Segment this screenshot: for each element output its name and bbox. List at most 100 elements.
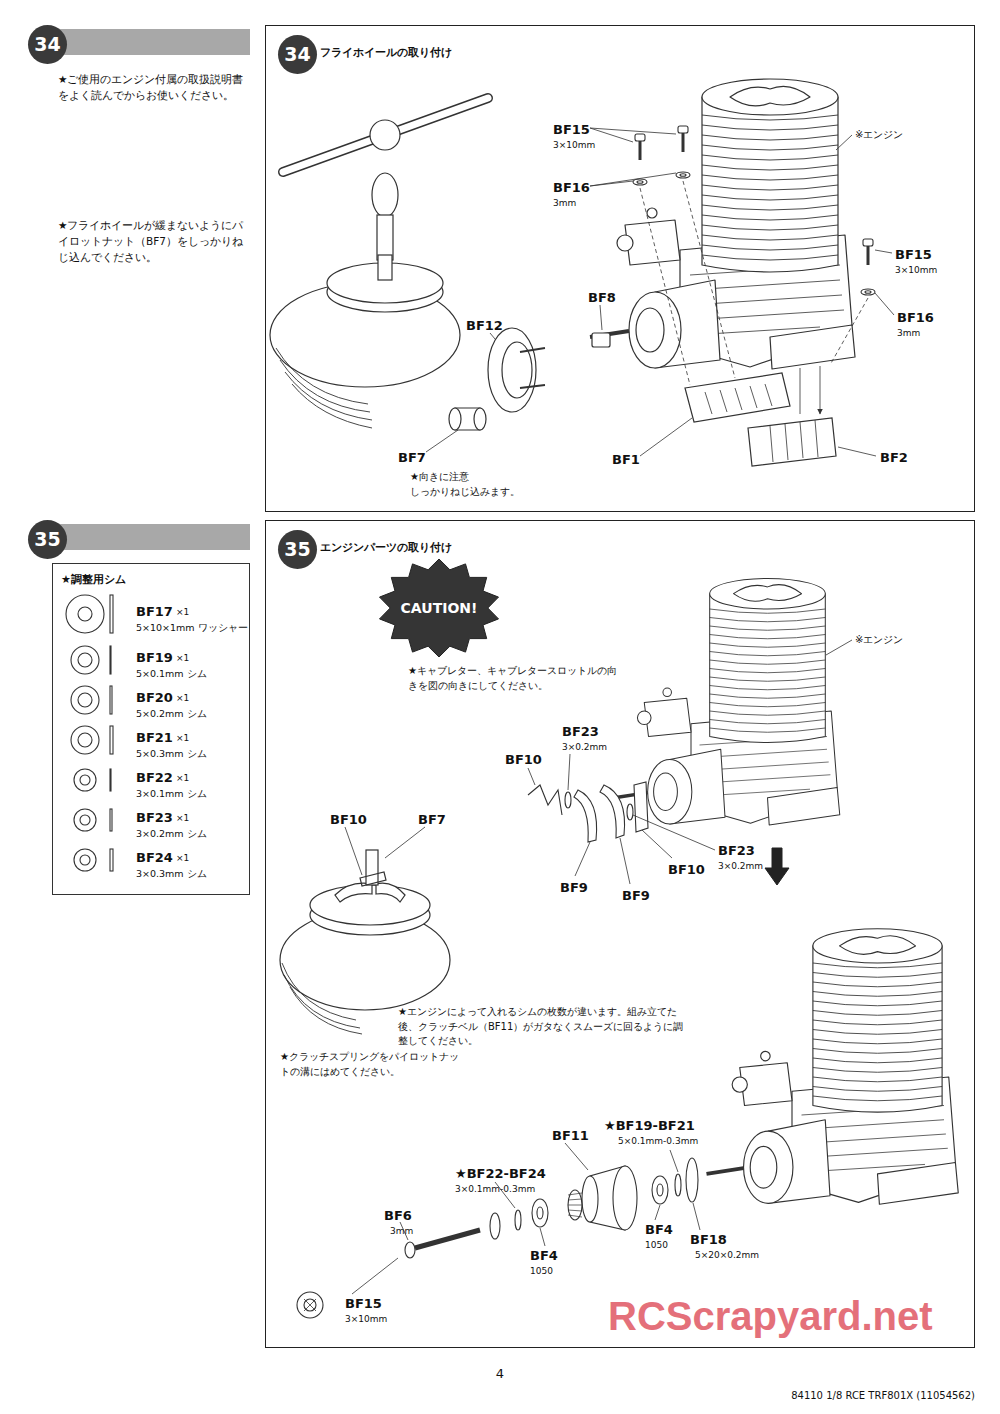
part-number: BF4: [530, 1248, 558, 1263]
note-text: ★キャブレター、キャブレタースロットルの向きを図の向きにしてください。: [408, 664, 623, 693]
dimension-label: 3×10mm: [553, 140, 595, 150]
dimension-label: 5×20×0.2mm: [695, 1250, 759, 1260]
part-number: BF18: [690, 1232, 727, 1247]
part-number: BF19: [136, 650, 173, 665]
screw-and-washer: [861, 289, 875, 295]
clutch-bell-parts: [415, 1230, 480, 1248]
clutch-parts: [627, 804, 633, 820]
step-band: [42, 524, 250, 550]
part-number: BF10: [668, 862, 705, 877]
shim-icon: [71, 686, 99, 714]
clutch-spring-illustration: [360, 872, 386, 886]
part-number: BF23: [562, 724, 599, 739]
quantity-label: ×1: [176, 733, 189, 743]
step-number: 34: [278, 35, 317, 74]
dimension-label: 1050: [530, 1266, 553, 1276]
engine-drawing: [615, 578, 840, 825]
clutch-bell-parts: [515, 1210, 521, 1230]
dimension-label: 3×10mm: [895, 265, 937, 275]
note-text: ★クラッチスプリングをパイロットナットの溝にはめてください。: [280, 1050, 465, 1079]
shim-icon: [66, 595, 104, 633]
part-number: BF7: [418, 812, 446, 827]
dimension-label: 3mm: [390, 1226, 413, 1236]
part-number: BF9: [622, 888, 650, 903]
clutch-spring-illustration: [335, 883, 372, 902]
screw-and-washer: [676, 172, 690, 178]
flywheel-tightening-illustration: [276, 348, 372, 428]
part-number: BF23: [136, 810, 173, 825]
leader-line: [345, 827, 425, 875]
engine-drawing: [615, 578, 840, 825]
engine-mount-part: [488, 328, 536, 412]
clutch-bell-parts: [652, 1176, 668, 1204]
caution-badge: CAUTION!: [377, 558, 501, 658]
clutch-bell-parts: [490, 1213, 500, 1239]
product-code: 84110 1/8 RCE TRF801X (11054562): [791, 1390, 975, 1401]
screw-and-washer: [678, 126, 688, 152]
page-number: 4: [496, 1366, 504, 1381]
dimension-label: 5×0.1mm-0.3mm: [618, 1136, 698, 1146]
clutch-bell-parts: [304, 1299, 316, 1311]
part-number: BF21: [136, 730, 173, 745]
shim-icon: [66, 595, 113, 871]
shim-icon: [110, 809, 112, 831]
shim-icon: [71, 646, 99, 674]
dimension-label: 3×0.2mm: [718, 861, 763, 871]
note-text: ★エンジンによって入れるシムの枚数が違います。組み立てた後、クラッチベル（BF1…: [398, 1005, 688, 1049]
flywheel-tightening-illustration: [283, 98, 488, 172]
dimension-label: 5×0.1mm シム: [136, 668, 207, 681]
part-number: BF17: [136, 604, 173, 619]
clutch-spring-illustration: [282, 963, 362, 1034]
leader-line: [528, 640, 852, 884]
step-number: 35: [28, 520, 67, 559]
dimension-label: 1050: [645, 1240, 668, 1250]
part-number: BF7: [398, 450, 426, 465]
engine-mount-part: [685, 373, 790, 422]
part-number: BF15: [553, 122, 590, 137]
flywheel-tightening-illustration: [270, 98, 488, 428]
shim-icon: [110, 769, 111, 791]
engine-mount-part: [449, 408, 461, 430]
engine-mount-part: [449, 328, 836, 466]
shim-icon: [110, 646, 111, 674]
shim-icon: [74, 849, 96, 871]
part-number: BF15: [345, 1296, 382, 1311]
screw-and-washer: [635, 134, 645, 160]
dimension-label: 3×0.1mm-0.3mm: [455, 1184, 535, 1194]
watermark: RCScrapyard.net: [608, 1294, 933, 1339]
engine-drawing: [707, 929, 959, 1205]
part-number: BF11: [552, 1128, 589, 1143]
clutch-spring-illustration: [366, 850, 378, 885]
screw-and-washer: [863, 239, 873, 265]
dimension-label: 3×0.2mm: [562, 742, 607, 752]
dimension-label: 3×0.1mm シム: [136, 788, 207, 801]
clutch-bell-parts: [532, 1199, 548, 1227]
part-number: ★BF22-BF24: [455, 1166, 546, 1181]
instruction-note: ★フライホイールが緩まないようにパイロットナット（BF7）をしっかりねじ込んでく…: [58, 218, 248, 265]
quantity-label: ×1: [176, 607, 189, 617]
shim-icon: [78, 693, 92, 707]
part-number: ★BF19-BF21: [604, 1118, 695, 1133]
leader-line: [800, 366, 820, 414]
list-heading: ★調整用シム: [61, 572, 126, 587]
leader-line: [590, 128, 676, 186]
step-number: 35: [278, 530, 317, 569]
step-panel: 34フライホイールの取り付け: [265, 25, 975, 512]
direction-arrow: [765, 848, 789, 885]
note-text: ※エンジン: [855, 633, 903, 648]
clutch-bell-parts: [582, 1176, 598, 1222]
engine-mount-part: [520, 348, 545, 388]
screw-and-washer: [633, 126, 875, 295]
quantity-label: ×1: [176, 853, 189, 863]
quantity-label: ×1: [176, 773, 189, 783]
shim-icon: [110, 849, 113, 871]
dimension-label: 5×0.2mm シム: [136, 708, 207, 721]
engine-mount-part: [592, 333, 610, 347]
engine-drawing: [590, 79, 855, 369]
quantity-label: ×1: [176, 813, 189, 823]
dimension-label: 3mm: [897, 328, 920, 338]
clutch-parts: [574, 790, 597, 842]
clutch-parts: [600, 785, 625, 838]
engine-mount-part: [705, 384, 772, 414]
